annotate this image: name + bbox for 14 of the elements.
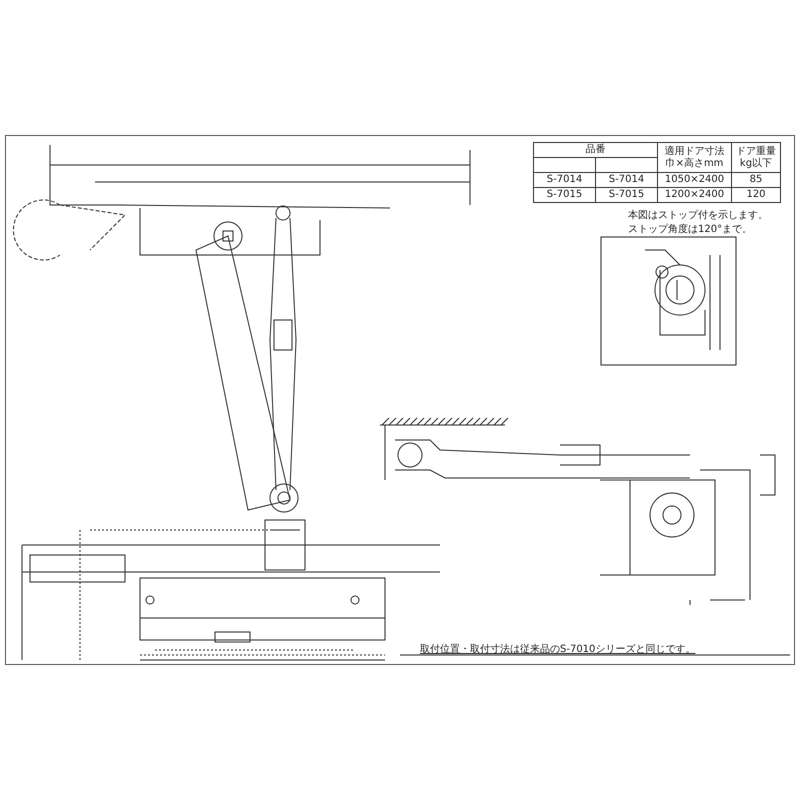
table-cell: 品番 xyxy=(534,143,658,158)
table-cell: S-7014 xyxy=(596,173,658,188)
table-cell: S-7015 xyxy=(534,188,596,203)
table-cell: ドア重量kg以下 xyxy=(732,143,781,173)
table-cell: S-7015 xyxy=(596,188,658,203)
table-cell: 85 xyxy=(732,173,781,188)
table-cell: 1050×2400 xyxy=(658,173,732,188)
footnote-text: 取付位置・取付寸法は従来品のS-7010シリーズと同じです。 xyxy=(420,642,696,656)
table-cell: 適用ドア寸法巾×高さmm xyxy=(658,143,732,173)
table-cell: S-7014 xyxy=(534,173,596,188)
table-cell: 1200×2400 xyxy=(658,188,732,203)
table-cell: 120 xyxy=(732,188,781,203)
note-text: 本図はストップ付を示します。 xyxy=(628,208,768,222)
note-text: ストップ角度は120°まで。 xyxy=(628,222,752,236)
